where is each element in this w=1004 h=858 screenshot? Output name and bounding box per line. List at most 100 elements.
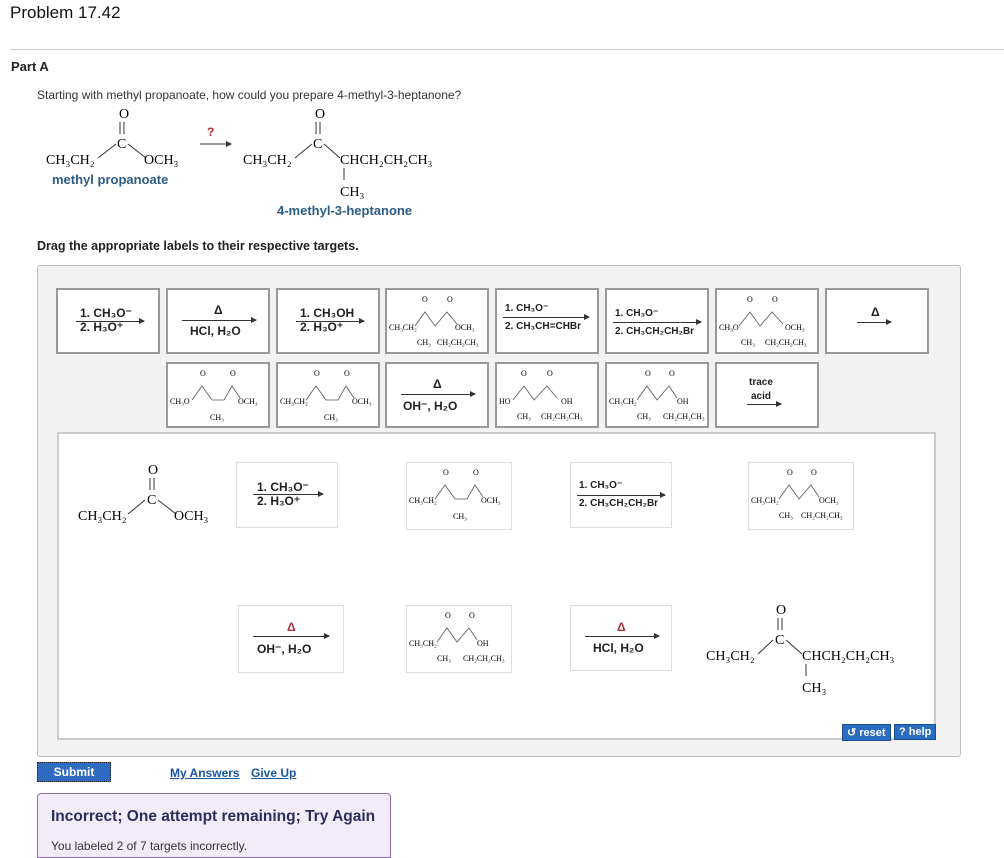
label-ketoacid-ho[interactable]: O O HO OH CH₃ CH₂CH₂CH₃ — [495, 362, 599, 428]
label-heat-hydroxide[interactable]: Δ OH⁻, H₂O — [385, 362, 489, 428]
label-ch3o-vinylbromide[interactable]: 1. CH₃O⁻ 2. CH₃CH=CHBr — [495, 288, 599, 354]
svg-text:CH₃: CH₃ — [417, 338, 431, 347]
svg-text:O: O — [315, 107, 325, 122]
svg-text:O: O — [521, 369, 527, 378]
svg-text:CH₃: CH₃ — [210, 413, 224, 422]
svg-text:C: C — [117, 137, 126, 152]
svg-text:O: O — [787, 468, 793, 477]
svg-text:O: O — [200, 369, 206, 378]
svg-text:CH₂CH₂CH₃: CH₂CH₂CH₃ — [765, 338, 807, 347]
target-slot-2[interactable]: O O CH₃CH₂ OCH₃ CH₃ — [406, 462, 512, 530]
svg-text:OH: OH — [477, 639, 489, 648]
question-text: Starting with methyl propanoate, how cou… — [37, 88, 462, 102]
svg-text:O: O — [422, 295, 428, 304]
svg-text:O: O — [776, 603, 786, 618]
label-ch3oh-h3o[interactable]: 1. CH₃OH 2. H₃O⁺ — [276, 288, 380, 354]
svg-text:CH₃CH₂: CH₃CH₂ — [409, 639, 437, 648]
reactant-name: methyl propanoate — [52, 172, 169, 187]
svg-text:CH₃CH₂: CH₃CH₂ — [280, 397, 308, 406]
svg-text:CH₃CH₂: CH₃CH₂ — [751, 496, 779, 505]
help-button[interactable]: ? help — [894, 724, 937, 740]
svg-text:OCH₃: OCH₃ — [238, 397, 258, 406]
svg-text:O: O — [445, 611, 451, 620]
svg-text:CH₂CH₂CH₃: CH₂CH₂CH₃ — [463, 654, 505, 663]
svg-text:CH₃: CH₃ — [340, 185, 364, 200]
svg-text:CH₃: CH₃ — [324, 413, 338, 422]
label-heat[interactable]: Δ — [825, 288, 929, 354]
target-slot-3[interactable]: 1. CH₃O⁻ 2. CH₃CH₂CH₂Br — [570, 462, 672, 528]
svg-text:CH₂CH₂CH₃: CH₂CH₂CH₃ — [437, 338, 479, 347]
label-heat-hcl[interactable]: Δ HCl, H₂O — [166, 288, 270, 354]
label-ethyl-methylketoester[interactable]: O O CH₃CH₂ OCH₃ CH₃ — [276, 362, 380, 428]
svg-text:C: C — [147, 493, 156, 508]
unknown-reagent: ? — [207, 125, 214, 139]
svg-text:CH₃O: CH₃O — [719, 323, 739, 332]
svg-text:O: O — [443, 468, 449, 477]
svg-text:C: C — [775, 633, 784, 648]
svg-text:OH: OH — [677, 397, 689, 406]
product-chain: CHCH₂CH₂CH₃ — [340, 153, 433, 168]
feedback-headline: Incorrect; One attempt remaining; Try Ag… — [51, 808, 376, 825]
reactant-och3: OCH₃ — [144, 153, 179, 168]
svg-text:O: O — [447, 295, 453, 304]
svg-text:CH₃: CH₃ — [453, 512, 467, 521]
submit-button[interactable]: Submit — [37, 762, 111, 782]
svg-text:CH₃: CH₃ — [517, 412, 531, 421]
svg-text:O: O — [772, 295, 778, 304]
svg-text:CH₃O: CH₃O — [170, 397, 190, 406]
svg-text:O: O — [469, 611, 475, 620]
svg-text:CH₂CH₂CH₃: CH₂CH₂CH₃ — [541, 412, 583, 421]
svg-text:CH₃: CH₃ — [802, 681, 826, 696]
label-ch3o-h3o[interactable]: 1. CH₃O⁻ 2. H₃O⁺ — [56, 288, 160, 354]
svg-text:OCH₃: OCH₃ — [455, 323, 475, 332]
svg-text:CH₂CH₂CH₃: CH₂CH₂CH₃ — [663, 412, 705, 421]
target-slot-4[interactable]: O O CH₃CH₂ OCH₃ CH₃ CH₂CH₂CH₃ — [748, 462, 854, 530]
svg-text:CH₃: CH₃ — [637, 412, 651, 421]
problem-title: Problem 17.42 — [10, 3, 121, 22]
svg-text:CH₃CH₂: CH₃CH₂ — [706, 649, 755, 664]
label-ch3o-propylbromide[interactable]: 1. CH₃O⁻ 2. CH₃CH₂CH₂Br — [605, 288, 709, 354]
instruction: Drag the appropriate labels to their res… — [37, 239, 359, 253]
svg-text:OCH₃: OCH₃ — [481, 496, 501, 505]
label-trace-acid[interactable]: trace acid — [715, 362, 819, 428]
svg-text:OCH₃: OCH₃ — [785, 323, 805, 332]
carbonyl-o: O — [119, 107, 129, 122]
svg-text:O: O — [669, 369, 675, 378]
my-answers-link[interactable]: My Answers — [170, 766, 240, 780]
target-product-molecule: O C CH₃CH₂ CHCH₂CH₂CH₃ CH₃ — [706, 603, 895, 696]
target-slot-5[interactable]: Δ OH⁻, H₂O — [238, 605, 344, 673]
svg-text:OCH₃: OCH₃ — [819, 496, 839, 505]
svg-text:OCH₃: OCH₃ — [352, 397, 372, 406]
target-slot-1[interactable]: 1. CH₃O⁻ 2. H₃O⁺ — [236, 462, 338, 528]
target-slot-7[interactable]: Δ HCl, H₂O — [570, 605, 672, 671]
svg-text:HO: HO — [499, 397, 511, 406]
svg-text:C: C — [313, 137, 322, 152]
svg-text:CH₃CH₂: CH₃CH₂ — [409, 496, 437, 505]
svg-text:O: O — [547, 369, 553, 378]
reset-button[interactable]: ↺ reset — [842, 724, 891, 741]
svg-text:OCH₃: OCH₃ — [174, 509, 209, 524]
feedback-box: Incorrect; One attempt remaining; Try Ag… — [37, 793, 391, 858]
svg-text:CH₃: CH₃ — [779, 511, 793, 520]
svg-text:O: O — [148, 463, 158, 478]
product-name: 4-methyl-3-heptanone — [277, 203, 413, 218]
reactant-ch3ch2: CH₃CH₂ — [46, 153, 95, 168]
svg-text:OH: OH — [561, 397, 573, 406]
svg-text:CHCH₂CH₂CH₃: CHCH₂CH₂CH₃ — [802, 649, 895, 664]
svg-text:O: O — [314, 369, 320, 378]
svg-text:O: O — [473, 468, 479, 477]
svg-text:O: O — [811, 468, 817, 477]
reaction-scheme: O C CH₃CH₂ OCH₃ ? O C CH₃CH₂ CHCH₂CH₂CH₃… — [46, 107, 433, 200]
svg-text:O: O — [747, 295, 753, 304]
give-up-link[interactable]: Give Up — [251, 766, 297, 780]
svg-text:O: O — [344, 369, 350, 378]
svg-text:CH₃CH₂: CH₃CH₂ — [78, 509, 127, 524]
svg-text:CH₂CH₂CH₃: CH₂CH₂CH₃ — [801, 511, 843, 520]
divider — [10, 49, 1004, 50]
svg-text:CH₃CH₂: CH₃CH₂ — [609, 397, 637, 406]
